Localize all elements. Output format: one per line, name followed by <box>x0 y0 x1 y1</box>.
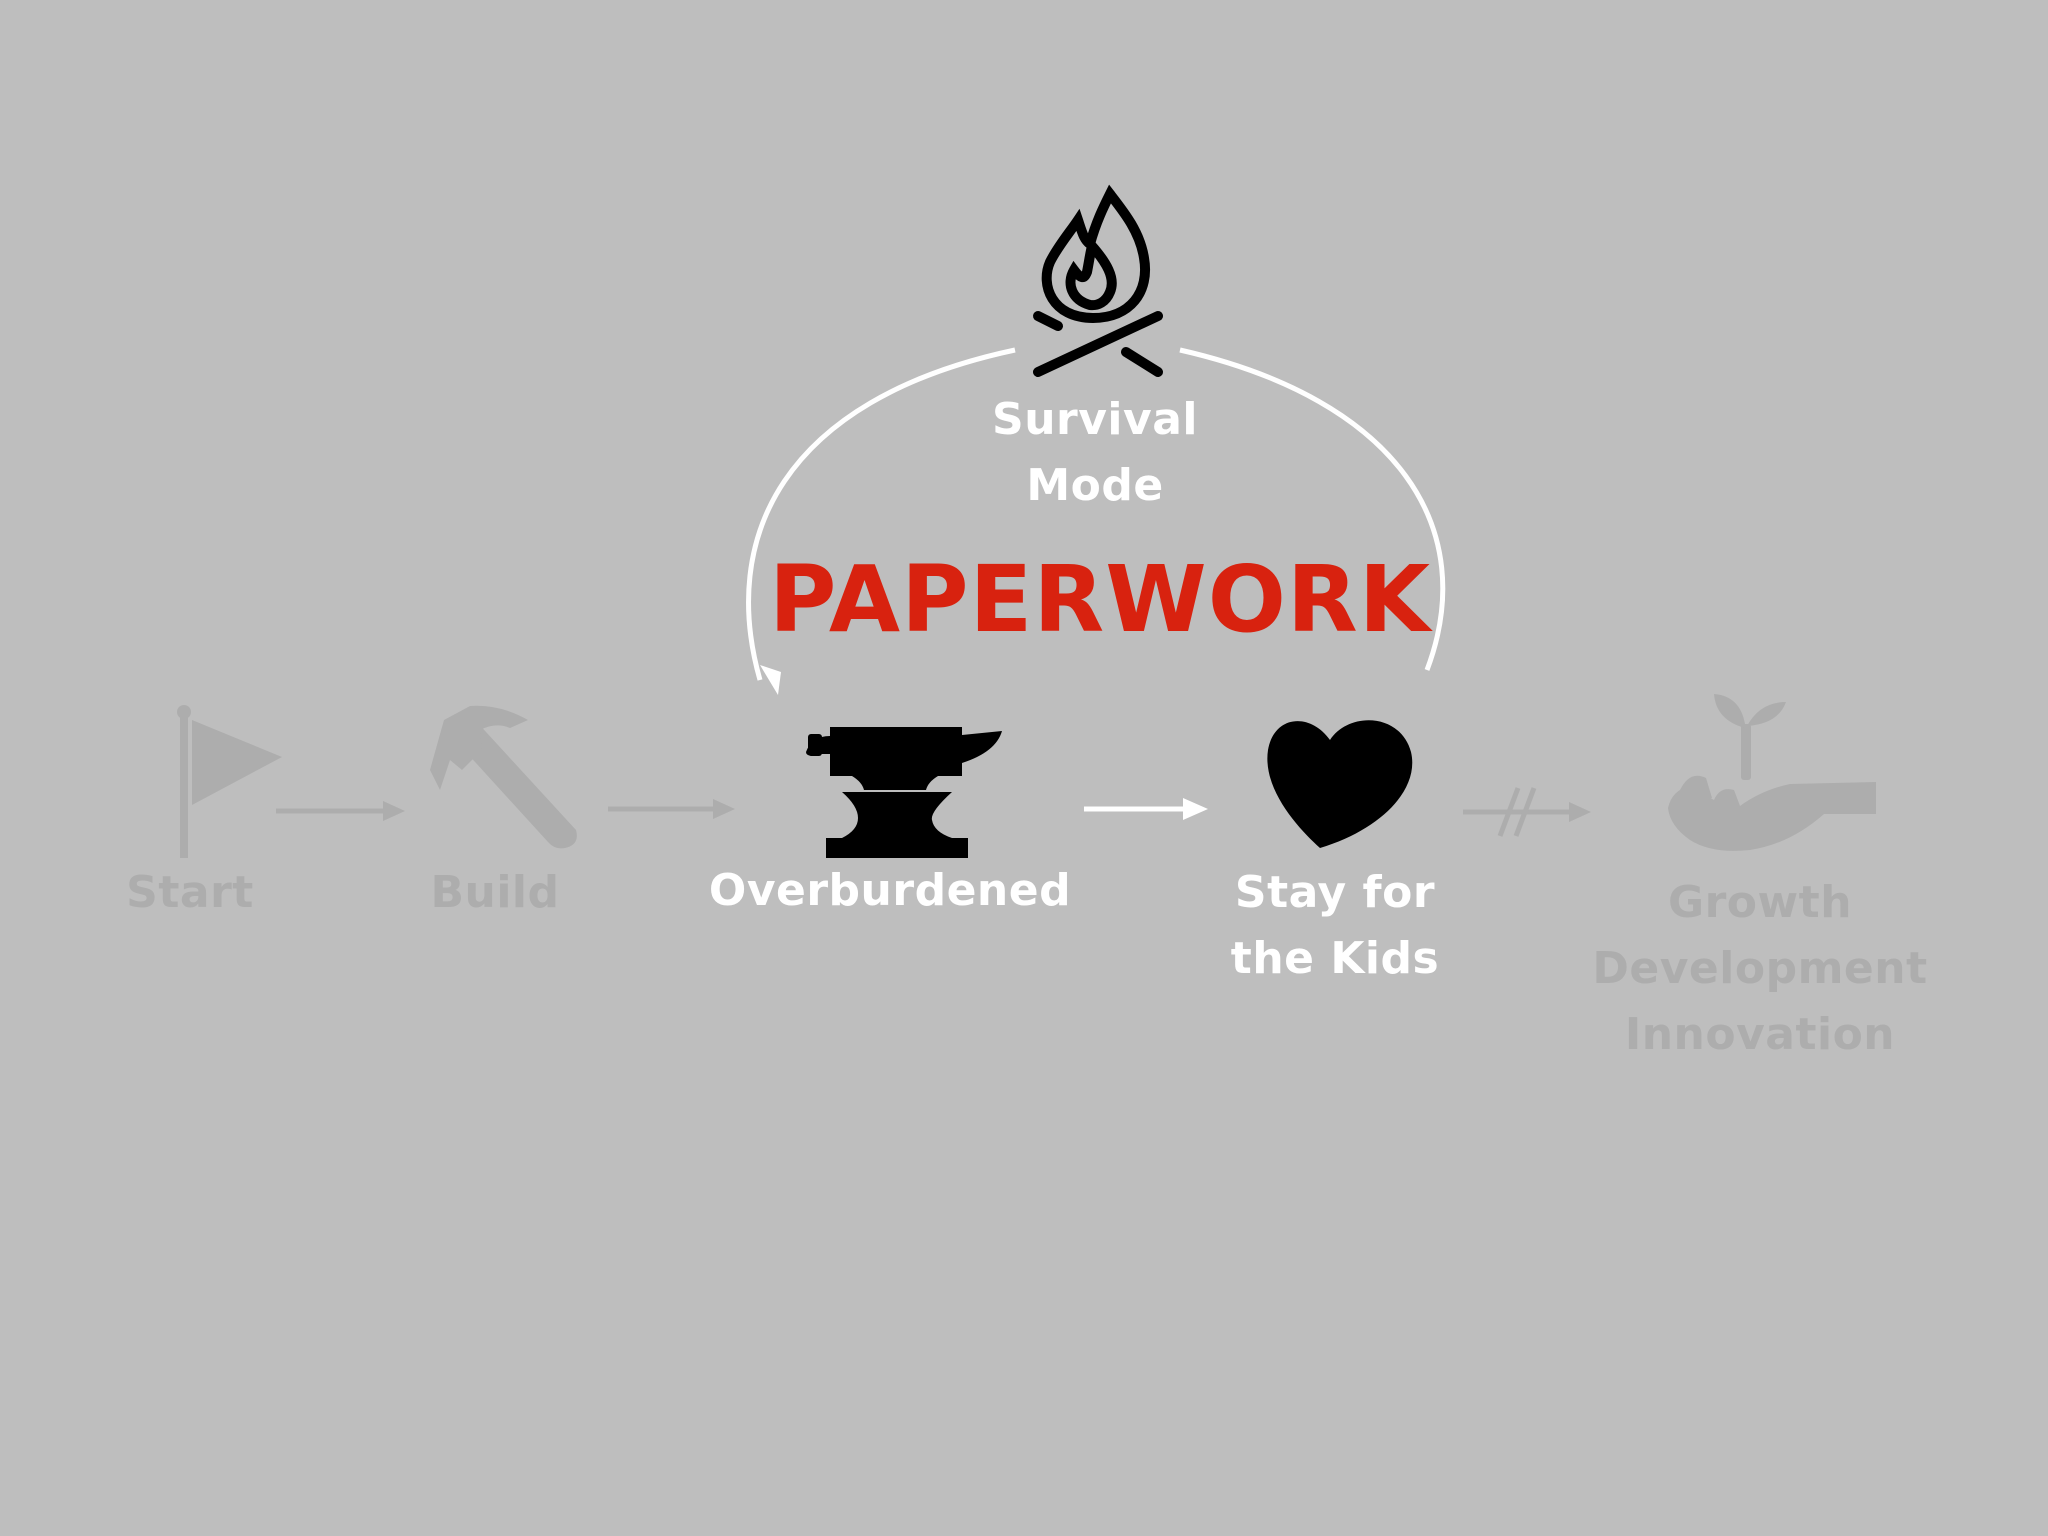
loop-label-survival-mode: Survival Mode <box>992 394 1198 511</box>
stage-label-start: Start <box>126 867 254 918</box>
headline-paperwork: PAPERWORK <box>768 546 1432 653</box>
arrow-overburdened-stay <box>1084 798 1208 820</box>
stage-label-overburdened: Overburdened <box>708 865 1072 916</box>
blocked-arrow-stay-growth <box>1463 787 1591 837</box>
stage-label-build: Build <box>430 867 560 918</box>
flag-icon <box>177 705 282 858</box>
stage-label-growth: Growth Development Innovation <box>1592 877 1928 1060</box>
campfire-icon <box>1033 184 1163 377</box>
loop-arrowhead <box>760 665 781 695</box>
loop-arc-right <box>1179 347 1446 671</box>
arrow-build-overburdened <box>608 799 735 819</box>
seedling-in-hand-icon <box>1668 694 1876 851</box>
anvil-icon <box>806 727 1002 858</box>
heart-icon <box>1267 720 1413 848</box>
loop-arc-left <box>746 347 1016 681</box>
arrow-start-build <box>276 801 405 821</box>
stage-label-stay-for-the-kids: Stay for the Kids <box>1230 867 1440 984</box>
hammer-icon <box>430 705 577 849</box>
